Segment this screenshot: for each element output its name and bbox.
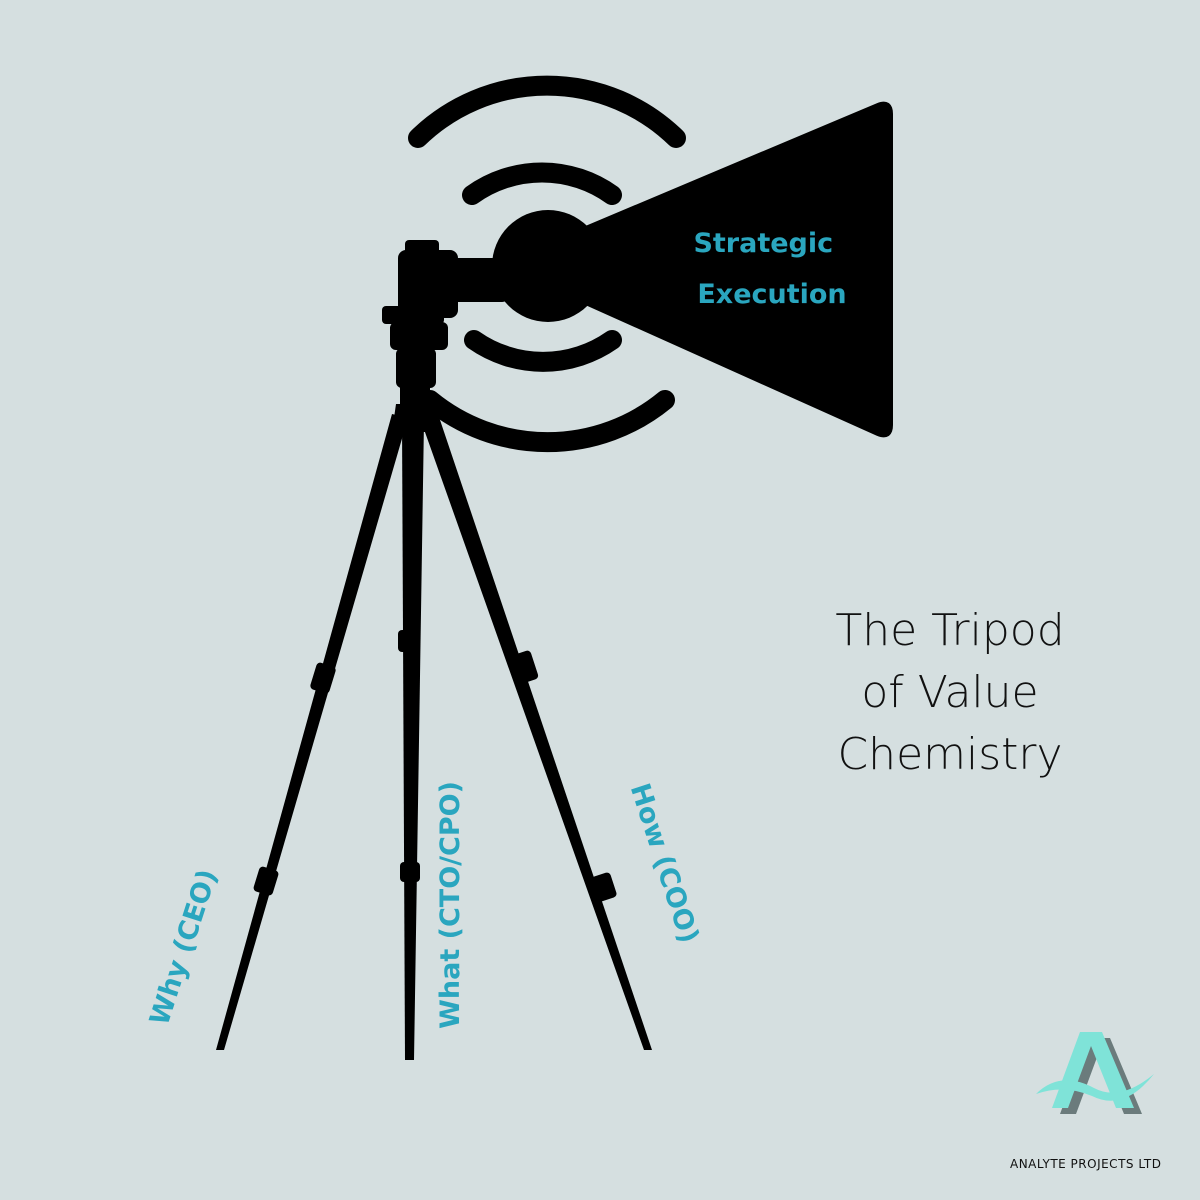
tripod-icon — [216, 404, 652, 1060]
projector-text-line-2: Execution — [697, 279, 846, 310]
company-name: ANALYTE PROJECTS LTD — [1010, 1157, 1161, 1171]
title-line-1: The Tripod — [760, 600, 1140, 662]
lens-icon — [492, 210, 604, 322]
tripod-leg-middle — [402, 420, 424, 1060]
tripod-leg-left — [216, 414, 408, 1050]
signal-arc-outer-bottom — [430, 400, 665, 442]
analyte-logo-icon — [1036, 1032, 1154, 1114]
title-line-3: Chemistry — [760, 724, 1140, 786]
diagram-title: The Tripod of Value Chemistry — [760, 600, 1140, 786]
signal-arc-outer-top — [418, 86, 676, 138]
signal-arc-inner-top — [472, 172, 612, 195]
projector-text-line-1: Strategic — [693, 228, 833, 259]
title-line-2: of Value — [760, 662, 1140, 724]
camera-icon — [382, 240, 508, 412]
leg-label-why: Why (CEO) — [144, 866, 224, 1030]
leg-label-how: How (COO) — [624, 780, 705, 947]
leg-label-what: What (CTO/CPO) — [435, 781, 466, 1029]
signal-arc-inner-bottom — [474, 340, 612, 362]
